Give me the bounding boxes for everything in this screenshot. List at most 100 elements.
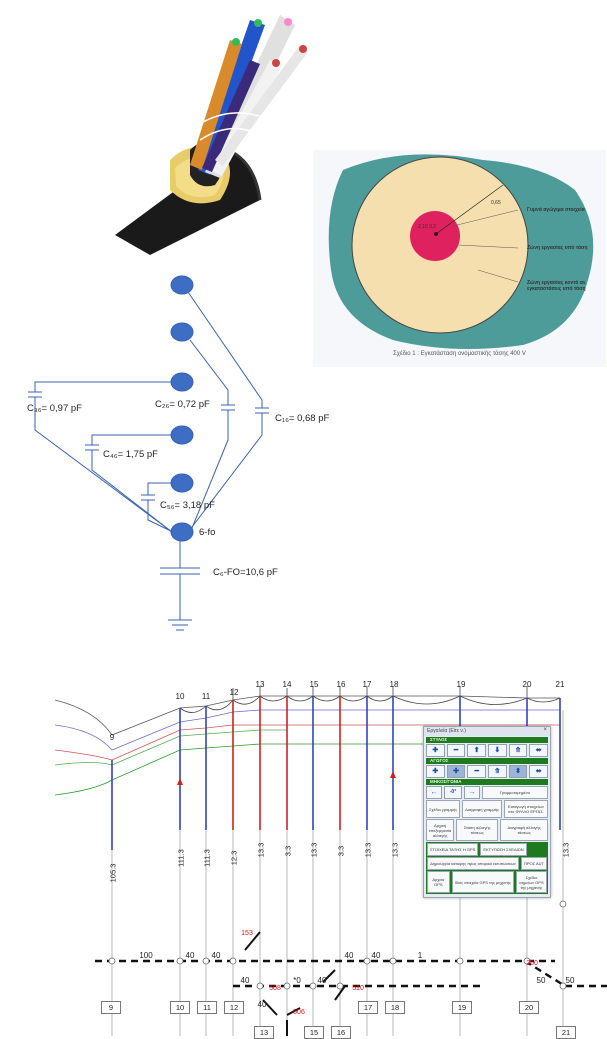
red-angle-label: 506	[293, 1009, 305, 1016]
pole-up-button[interactable]: ⤊	[508, 744, 528, 757]
pole-number-box: 9	[101, 1001, 121, 1014]
conductor-move-button[interactable]: ⬌	[529, 765, 549, 778]
outer-radius-label: 0,65	[491, 200, 501, 206]
gps-points-drawing-button[interactable]: Σχέδιο σημείων GPS της μηχανής	[515, 871, 547, 893]
remove-conductor-button[interactable]: ━	[467, 765, 487, 778]
conductor-stretch-button[interactable]: ⬍	[508, 765, 528, 778]
pole-number-top: 15	[309, 680, 319, 689]
start-edit-button[interactable]: Αρχική επεξεργασία αλλαγής	[426, 819, 455, 841]
span-length-label: 100	[139, 951, 153, 960]
pole-move-button[interactable]: ⬌	[529, 744, 549, 757]
pole-number-box: 19	[452, 1001, 472, 1014]
add-conductor-alt-button[interactable]: ✚	[446, 765, 466, 778]
node-6fo-label: 6-fo	[199, 527, 216, 538]
print-drawings-button[interactable]: ΕΚΤΥΠΩΣΗ ΣΧΕΔΙΩΝ	[480, 843, 527, 856]
red-angle-label: 508	[269, 985, 281, 992]
zone-caption: Σχέδιο 1 : Εγκατάσταση ονομαστικής τάσης…	[393, 351, 526, 357]
add-conductor-button[interactable]: ✚	[426, 765, 445, 778]
pole-number-box: 10	[170, 1001, 190, 1014]
pole-height-label: 13.3	[256, 842, 266, 858]
inner-radius-label: 2,10 3,2	[418, 224, 437, 230]
span-length-label: 50	[536, 976, 546, 985]
node-3	[170, 372, 194, 392]
pole-number-top: 17	[362, 680, 372, 689]
span-length-label: 40	[371, 951, 381, 960]
draw-line-button[interactable]: Σχέδιο γραμμής	[426, 800, 461, 818]
legend-bare-parts: Γυμνά αγώγιμα στοιχεία	[527, 207, 585, 213]
pole-height-label: 3.3	[336, 845, 346, 857]
add-pole-button[interactable]: ✚	[426, 744, 445, 757]
create-plan-button[interactable]: Δημιουργία κάτοψης προς ιστορικό εκτυπώσ…	[427, 857, 519, 870]
pole-number-top: 10	[175, 692, 185, 701]
c56-label: C₅₆= 3,18 pF	[160, 500, 215, 511]
c26-label: C₂₆= 0,72 pF	[155, 399, 210, 410]
pole-number-top: 21	[555, 680, 565, 689]
pole-number-top: 14	[282, 680, 292, 689]
pole-number-top: 19	[456, 680, 466, 689]
insert-data-button[interactable]: Εισαγωγή στοιχείων στο ΦΥΛΛΟ ΕΡΓΑΣ.	[503, 800, 548, 818]
pole-height-label: 12.3	[229, 850, 239, 866]
node-6	[170, 522, 194, 542]
span-length-label: 1	[417, 951, 423, 960]
span-profile-drawing	[55, 686, 607, 1036]
pole-height-label: 111.3	[176, 849, 186, 867]
span-length-label: 40	[344, 951, 354, 960]
pole-height-label: 111.3	[202, 849, 212, 867]
delete-line-button[interactable]: Διαγραφή γραμμής	[462, 800, 502, 818]
span-length-label: 40	[240, 976, 250, 985]
span-length-label: 40	[257, 1000, 267, 1009]
pole-number-top: 16	[336, 680, 346, 689]
node-4	[170, 425, 194, 445]
c16-label: C₁₆= 0,68 pF	[275, 413, 330, 424]
section-ruler: ΜΗΚΟΣ/ΓΩΝΙΑ	[426, 779, 548, 785]
pole-number-box: 18	[385, 1001, 405, 1014]
gps-files-button[interactable]: Αρχεία GPS	[427, 871, 450, 893]
close-icon[interactable]: ×	[543, 727, 547, 733]
pole-number-box: 15	[304, 1026, 324, 1039]
left-arrow-button[interactable]: ←	[426, 786, 442, 799]
pole-height-label: 13.3	[390, 842, 400, 858]
angle-button[interactable]: -0°	[444, 786, 462, 799]
voltage-stop-button[interactable]: Στάση αλλαγής τάσεως	[456, 819, 499, 841]
span-length-label: 40	[185, 951, 195, 960]
section-conductor: ΑΓΩΓΟΣ	[426, 758, 548, 764]
conductor-up-button[interactable]: ⤊	[488, 765, 507, 778]
span-length-label: 40	[211, 951, 221, 960]
right-arrow-button[interactable]: →	[464, 786, 480, 799]
fiber-cable-illustration	[115, 15, 308, 255]
gps-data-button[interactable]: ΣΤΟΙΧΕΙΑ ΤΑΞΗΣ Η GPS	[427, 843, 479, 856]
pole-number-top: 12	[229, 688, 239, 697]
pole-height-label: 13.3	[309, 842, 319, 858]
zone-diagram	[328, 154, 594, 349]
pole-height-label: 3.3	[283, 845, 293, 857]
c36-label: C₃₆= 0,97 pF	[27, 403, 82, 414]
remove-pole-button[interactable]: ━	[446, 744, 466, 757]
pole-height-label: 13.3	[363, 842, 373, 858]
gps-machine-data-button[interactable]: Ιδιός στοιχεία GPS της μηχανής	[451, 871, 514, 893]
node-1	[170, 275, 194, 295]
delete-voltage-button[interactable]: Διαγραφή αλλαγής τάσεως	[500, 819, 548, 841]
tools-panel: Εργαλεία (Είτε ν.) × ΣΤΥΛΟΣ ✚ ━ ⬆ ⬇ ⤊ ⬌ …	[423, 726, 551, 898]
red-angle-label: 153	[241, 930, 253, 937]
span-length-label: 40	[317, 976, 327, 985]
pole-number-top: 9	[109, 733, 115, 742]
node-5	[170, 473, 194, 493]
capacitance-diagram	[28, 275, 269, 631]
c6fo-label: C₆-FO=10,6 pF	[213, 567, 278, 578]
node-2	[170, 322, 194, 342]
pole-number-top: 20	[522, 680, 532, 689]
c46-label: C₄₆= 1,75 pF	[103, 449, 158, 460]
pole-number-box: 13	[254, 1026, 274, 1039]
section-pole: ΣΤΥΛΟΣ	[426, 737, 548, 743]
panel-title: Εργαλεία (Είτε ν.)	[424, 727, 550, 736]
ruler-button[interactable]: Γραμμοτομημένο	[482, 786, 548, 799]
zone-diagram-photo: 0,65 2,10 3,2 Γυμνά αγώγιμα στοιχεία Ζών…	[313, 150, 606, 367]
to-auto-button[interactable]: ΠΡΟΣ ΑUΤ	[520, 857, 547, 870]
pole-number-top: 11	[201, 692, 211, 701]
red-angle-label: 510	[352, 985, 364, 992]
lower-pole-button[interactable]: ⬇	[488, 744, 507, 757]
raise-pole-button[interactable]: ⬆	[467, 744, 487, 757]
pole-number-box: 16	[331, 1026, 351, 1039]
pole-height-label: 105.3	[108, 863, 118, 883]
pole-number-box: 20	[519, 1001, 539, 1014]
